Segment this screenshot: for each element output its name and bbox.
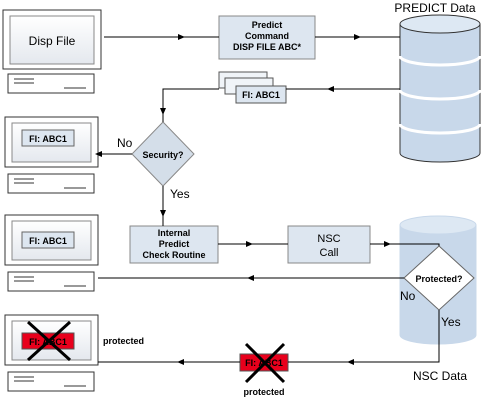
internal-check-line1: Internal	[158, 228, 191, 238]
protected-no-label: No	[400, 289, 416, 303]
terminal-disp-file: Disp File	[2, 9, 102, 94]
predict-command-box: Predict Command DISP FILE ABC*	[218, 15, 316, 60]
security-yes-label: Yes	[170, 187, 190, 201]
predict-data-cylinder	[398, 14, 482, 163]
file-stack-label: FI: ABC1	[242, 90, 280, 100]
blocked-file-status: protected	[243, 387, 284, 397]
nsc-call-line1: NSC	[317, 233, 340, 245]
terminal-not-protected: FI: ABC1	[4, 214, 99, 292]
terminal-1-text: Disp File	[29, 34, 76, 48]
predict-command-line2: Command	[245, 31, 289, 41]
terminal-protected: FI: ABC1	[4, 314, 99, 392]
terminal-security-no: FI: ABC1	[4, 116, 99, 194]
internal-check-line3: Check Routine	[142, 250, 205, 260]
protected-yes-label: Yes	[441, 315, 461, 329]
predict-command-line1: Predict	[252, 20, 283, 30]
nsc-data-label: NSC Data	[413, 369, 467, 383]
security-label: Security?	[142, 150, 183, 160]
predict-command-line3: DISP FILE ABC*	[233, 42, 302, 52]
nsc-call-box: NSC Call	[287, 225, 371, 264]
nsc-call-line2: Call	[320, 247, 339, 259]
connectors	[95, 34, 440, 365]
security-decision: Security?	[131, 121, 195, 187]
terminal-3-text: FI: ABC1	[29, 236, 67, 246]
terminal-2-text: FI: ABC1	[29, 134, 67, 144]
internal-check-box: Internal Predict Check Routine	[129, 225, 219, 264]
file-stack: FI: ABC1	[218, 71, 287, 104]
predict-data-label: PREDICT Data	[394, 1, 475, 15]
security-no-label: No	[117, 136, 133, 150]
protected-label: Protected?	[415, 274, 462, 284]
internal-check-line2: Predict	[159, 239, 190, 249]
terminal-4-status: protected	[103, 336, 144, 346]
blocked-file: FI: ABC1	[239, 342, 289, 384]
